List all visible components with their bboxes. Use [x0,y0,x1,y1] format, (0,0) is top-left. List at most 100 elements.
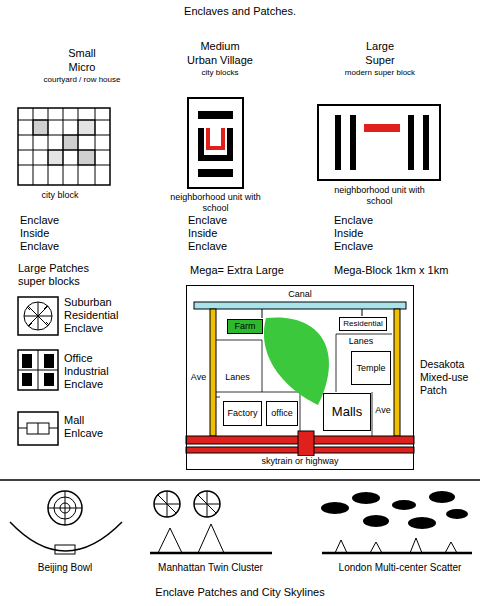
box-label: office [271,408,292,418]
micro-block-icon-part [18,108,110,185]
office-enclave-icon-part [18,350,58,390]
london-scatter-skyline-part [352,492,380,504]
urban-village-icon [188,98,243,188]
office-box: office [266,401,298,426]
label: Medium [185,40,255,53]
desakota-map-part [194,302,406,309]
label: Lanes [221,372,254,383]
label: Office Industrial Enclave [64,352,124,392]
label: Large [345,40,415,53]
manhattan-cluster-skyline-part [150,552,272,555]
label: Mega= Extra Large [190,264,320,277]
desakota-map-part [394,309,400,436]
london-scatter-skyline-part [363,515,389,527]
manhattan-cluster-skyline-part [158,524,224,553]
office-enclave-icon-part [22,354,32,368]
suburban-enclave-icon-part [24,302,52,330]
london-scatter-skyline-part [335,538,457,553]
caption: Enclave Patches and City Skylines [90,586,390,599]
london-scatter-skyline-part [322,552,472,555]
desakota-map-part [298,431,314,456]
label: Manhattan Twin Cluster [148,562,273,574]
micro-block-icon-part [78,150,95,165]
urban-village-icon-part [198,155,233,161]
micro-block-icon-part [18,165,110,166]
super-block-icon-part [350,115,356,170]
desakota-patch: Desakota Mixed-use PatchFarmResidentialT… [186,285,414,470]
mall-enclave-icon-part [18,412,58,445]
suburban-enclave-icon [18,297,58,335]
label: Enclave Inside Enclave [188,214,238,254]
mall-enclave-icon [18,412,58,445]
office-enclave-icon-part [22,373,32,386]
london-scatter-skyline-part [321,502,349,514]
residential-box: Residential [339,317,387,331]
label: modern super block [320,68,440,78]
label: Urban Village [170,54,270,67]
label: Enclave Inside Enclave [334,214,384,254]
urban-village-icon-part [198,111,233,119]
office-enclave-icon-part [18,350,58,390]
label: city block [20,190,100,201]
patch-heading: Desakota Mixed-use Patch [420,358,475,397]
urban-village-icon-part [208,128,223,148]
micro-block-icon-part [63,135,78,150]
farm-box: Farm [227,319,263,334]
london-scatter-skyline-part [408,517,436,529]
label: Micro [52,61,112,74]
super-block-icon-part [423,115,429,170]
mall-enclave-icon-part [18,423,58,434]
desakota-map-part [264,317,329,405]
micro-block-icon-part [18,150,110,151]
malls-box: Malls [323,393,371,431]
label: Ave [188,372,209,383]
label: Mega-Block 1km x 1km [334,264,474,277]
box-label: Temple [356,363,385,373]
office-enclave-icon [18,350,58,390]
micro-block-icon-part [18,120,110,121]
label: Beijing Bowl [15,562,115,574]
beijing-bowl-skyline-part [55,545,75,554]
micro-block-icon-part [78,120,95,135]
label: city blocks [180,68,260,78]
super-block-icon-part [408,115,414,170]
urban-village-icon-part [188,98,243,188]
office-enclave-icon-part [44,373,54,386]
london-scatter-skyline-part [446,509,468,519]
manhattan-cluster-skyline [150,491,272,553]
label: Enclave Inside Enclave [20,214,70,254]
label: courtyard / row house [22,75,142,85]
micro-block-icon-part [48,150,63,165]
super-block-icon-part [318,105,440,180]
beijing-bowl-skyline-part [10,522,122,551]
box-label: Malls [332,405,362,420]
label: Super [345,54,415,67]
title: Enclaves and Patches. [90,5,390,18]
label: Lanes [344,336,378,347]
suburban-enclave-icon-part [18,297,58,335]
london-scatter-skyline [321,491,472,553]
micro-block-icon [18,108,110,185]
box-label: Factory [227,408,257,418]
beijing-bowl-skyline [10,491,122,554]
super-block-icon-part [364,124,400,132]
suburban-enclave-icon-part [24,302,52,330]
micro-block-icon-part [18,135,110,136]
london-scatter-skyline-part [429,491,455,503]
super-block-icon [318,105,440,180]
micro-block-icon-part [33,120,48,135]
office-enclave-icon-part [44,354,54,368]
manhattan-cluster-skyline-part [154,491,220,517]
london-scatter-skyline-part [392,500,416,510]
temple-box: Temple [351,351,391,385]
desakota-map-part [210,309,216,436]
section-divider [0,479,480,481]
urban-village-icon-part [198,169,233,177]
label: Mall Enlcave [64,414,112,440]
label: Ave [373,405,393,416]
factory-box: Factory [223,401,262,426]
box-label: Residential [343,319,383,328]
label: neighborhood unit with school [332,185,427,207]
label: skytrain or highway [250,456,350,467]
